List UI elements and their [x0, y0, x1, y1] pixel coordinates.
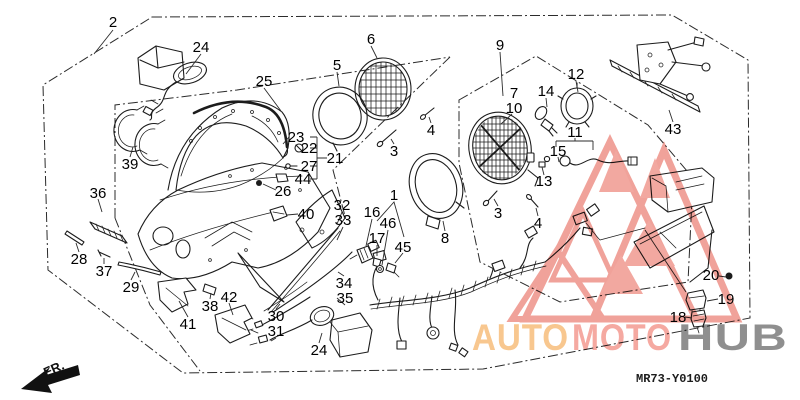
group-bracket-1	[376, 201, 405, 238]
part-callout-46[interactable]: 46	[380, 215, 397, 232]
group-bracket-21	[310, 136, 327, 180]
leader-lines	[75, 29, 727, 344]
part-callout-30[interactable]: 30	[268, 308, 285, 325]
part-callout-14[interactable]: 14	[538, 83, 555, 100]
part-callout-37[interactable]: 37	[96, 263, 113, 280]
harness-clips-drawing	[349, 245, 400, 278]
bulb-drawing	[534, 106, 558, 137]
part-callout-43[interactable]: 43	[665, 121, 682, 138]
diagram-code: MR73-Y0100	[636, 372, 708, 386]
part-callout-4a[interactable]: 4	[427, 122, 435, 139]
headlight-rim-lower-drawing	[408, 153, 465, 230]
part-callout-42[interactable]: 42	[221, 289, 238, 306]
adjusting-screw-lower-drawing	[482, 190, 539, 208]
ribbed-stay-drawing	[89, 221, 128, 244]
part-callout-7[interactable]: 7	[510, 85, 518, 102]
part-callout-34[interactable]: 34	[336, 275, 353, 292]
part-callout-8[interactable]: 8	[441, 230, 449, 247]
part-callout-15[interactable]: 15	[550, 143, 567, 160]
windscreen-trim-drawing	[192, 100, 289, 149]
clamp-rings-drawing	[113, 105, 169, 169]
part-callout-35[interactable]: 35	[337, 290, 354, 307]
part-callout-9[interactable]: 9	[496, 37, 504, 54]
part-callout-10[interactable]: 10	[506, 100, 523, 117]
part-callout-17[interactable]: 17	[369, 230, 386, 247]
part-callout-25[interactable]: 25	[256, 73, 273, 90]
part-callout-11[interactable]: 11	[567, 124, 583, 141]
trim-strips-drawing	[64, 227, 353, 332]
part-callout-3a[interactable]: 3	[390, 143, 398, 160]
cowl-side-panel-drawing	[295, 189, 346, 249]
watermark-text-hub: HUB	[678, 317, 788, 358]
front-cowl-drawing	[137, 162, 346, 303]
part-callout-23[interactable]: 23	[288, 129, 305, 146]
part-callout-24a[interactable]: 24	[193, 39, 210, 56]
watermark-triangles-solid	[599, 150, 675, 294]
part-callout-21[interactable]: 21	[327, 150, 344, 167]
cowl-lower-tip-drawing	[237, 252, 285, 303]
headlight-lens-left-drawing	[354, 57, 412, 121]
adjusting-screw-upper-drawing	[376, 107, 435, 148]
headlight-lens-right-drawing	[468, 111, 539, 187]
part-callout-31[interactable]: 31	[268, 323, 285, 340]
group-bracket-11	[555, 138, 594, 150]
mount-brackets-drawing	[157, 205, 288, 344]
part-callout-32[interactable]: 32	[334, 197, 351, 214]
turn-signal-lower-drawing	[249, 306, 373, 358]
part-callout-45[interactable]: 45	[395, 239, 412, 256]
fr-arrow-icon	[21, 365, 80, 393]
front-relay-drawing	[137, 45, 208, 121]
part-callout-12[interactable]: 12	[568, 66, 585, 83]
part-callout-40[interactable]: 40	[298, 206, 315, 223]
part-callout-24b[interactable]: 24	[311, 342, 328, 359]
headlight-rim-left-drawing	[312, 86, 368, 152]
part-callout-16[interactable]: 16	[364, 204, 381, 221]
windscreen-drawing	[167, 100, 290, 193]
part-callout-26[interactable]: 26	[275, 183, 292, 200]
outer-boundary	[42, 14, 751, 374]
part-callout-33[interactable]: 33	[335, 212, 352, 229]
part-callout-41[interactable]: 41	[180, 316, 197, 333]
part-callout-36[interactable]: 36	[90, 185, 107, 202]
part-callout-6[interactable]: 6	[367, 31, 375, 48]
part-callout-1[interactable]: 1	[390, 187, 398, 204]
small-fasteners-drawing	[256, 143, 304, 186]
part-callout-22[interactable]: 22	[301, 140, 318, 157]
part-callout-28[interactable]: 28	[71, 251, 88, 268]
part-callout-3b[interactable]: 3	[494, 205, 502, 222]
watermark-text-moto: MOTO	[572, 317, 672, 358]
watermark-text-auto: AUTO	[472, 317, 569, 358]
part-callout-5[interactable]: 5	[333, 57, 341, 74]
front-direction-marker: FR.	[21, 358, 80, 393]
assembly-boundary-right	[458, 55, 694, 303]
part-callout-38[interactable]: 38	[202, 298, 219, 315]
watermark: AUTO MOTO HUB	[472, 133, 788, 358]
part-callout-27[interactable]: 27	[301, 158, 318, 175]
part-callout-4b[interactable]: 4	[534, 215, 542, 232]
part-callout-39[interactable]: 39	[122, 156, 139, 173]
part-callout-44[interactable]: 44	[295, 171, 312, 188]
headlight-stay-drawing	[609, 36, 711, 113]
part-callout-29[interactable]: 29	[123, 279, 140, 296]
part-callout-13[interactable]: 13	[536, 173, 553, 190]
part-callout-2[interactable]: 2	[109, 14, 117, 31]
